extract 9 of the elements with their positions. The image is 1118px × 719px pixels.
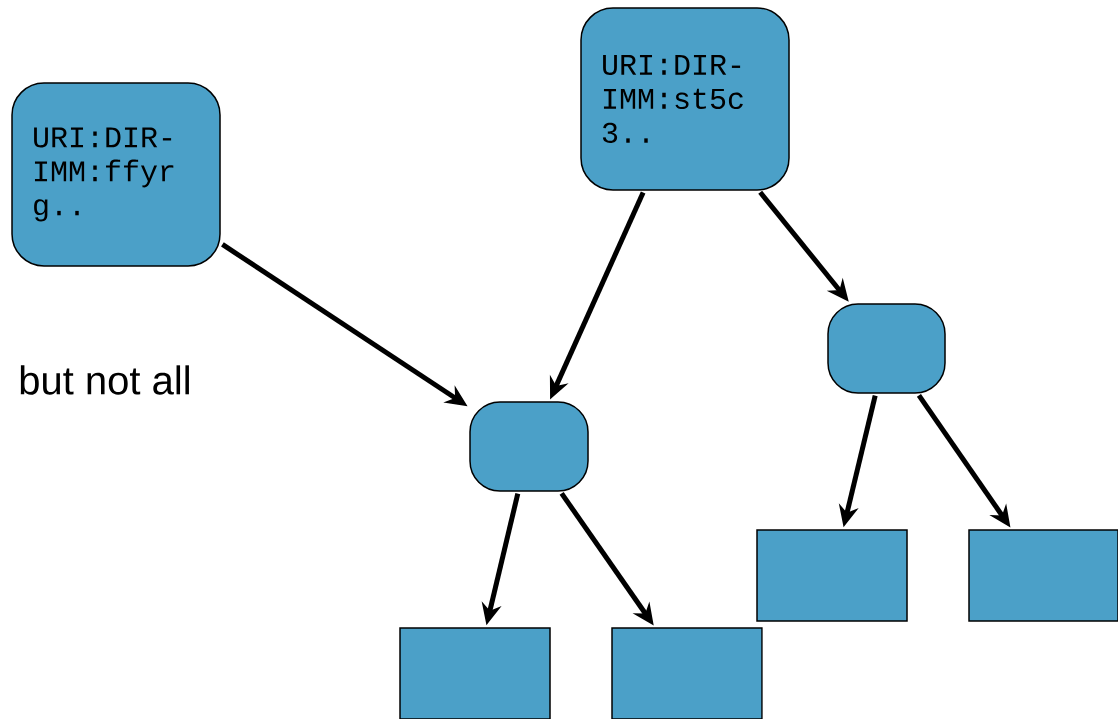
- note-text: but not all: [20, 365, 189, 395]
- rounded-box: [827, 303, 946, 394]
- rounded-box: [469, 401, 589, 492]
- box: [968, 529, 1118, 622]
- text-box: URI:DIR- IMM:ffyr g..: [11, 82, 221, 267]
- box: [756, 529, 908, 622]
- box: [399, 627, 551, 719]
- text-box: URI:DIR- IMM:st5c 3..: [580, 7, 790, 191]
- box: [611, 627, 763, 719]
